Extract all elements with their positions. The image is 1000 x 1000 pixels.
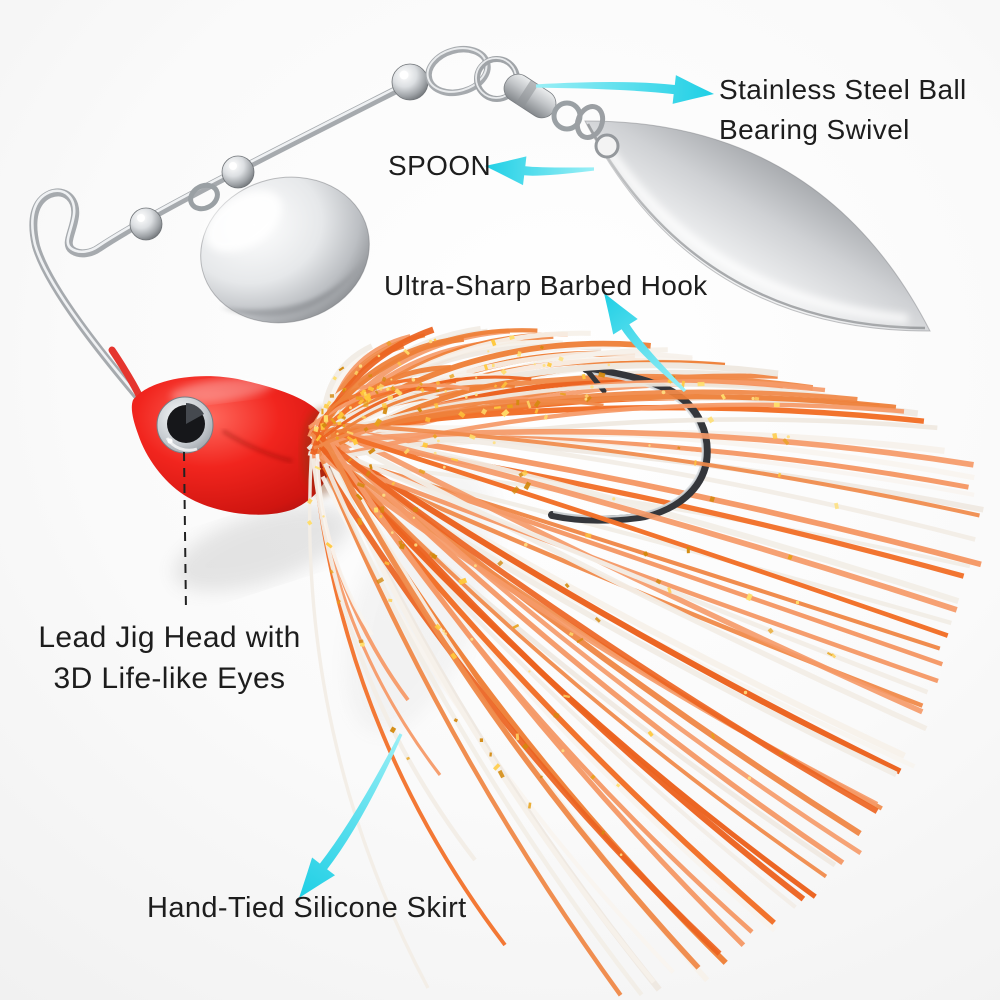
arrow-to-spoon-label: [485, 156, 594, 186]
label-lead-jig-head: Lead Jig Head with 3D Life-like Eyes: [22, 617, 317, 699]
label-ball-bearing-swivel: Stainless Steel Ball Bearing Swivel: [719, 70, 967, 150]
eye-leader-dashed-line: [183, 451, 187, 613]
willow-spoon-blade: [574, 103, 931, 332]
jig-head-eye: [156, 396, 214, 454]
arrow-to-swivel-label: [535, 75, 714, 104]
silicone-skirt-front: [308, 326, 980, 997]
wire-beads: [129, 63, 429, 241]
arrow-to-hook-label: [604, 293, 687, 392]
arrow-to-skirt-label: [299, 733, 403, 898]
skirt-glitter-flakes: [306, 335, 839, 856]
jig-head: [131, 376, 332, 515]
label-swivel-line2: Bearing Swivel: [719, 114, 910, 145]
clevis-ring: [188, 182, 220, 212]
label-barbed-hook: Ultra-Sharp Barbed Hook: [384, 270, 708, 301]
label-jighead-line1: Lead Jig Head with: [38, 621, 301, 654]
label-spoon: SPOON: [388, 150, 492, 181]
ball-bearing-swivel: [425, 45, 583, 132]
label-silicone-skirt: Hand-Tied Silicone Skirt: [147, 892, 467, 924]
label-jighead-line2: 3D Life-like Eyes: [53, 662, 286, 695]
label-swivel-line1: Stainless Steel Ball: [719, 74, 967, 105]
callout-arrows: [299, 75, 714, 898]
colorado-blade: [200, 176, 370, 324]
